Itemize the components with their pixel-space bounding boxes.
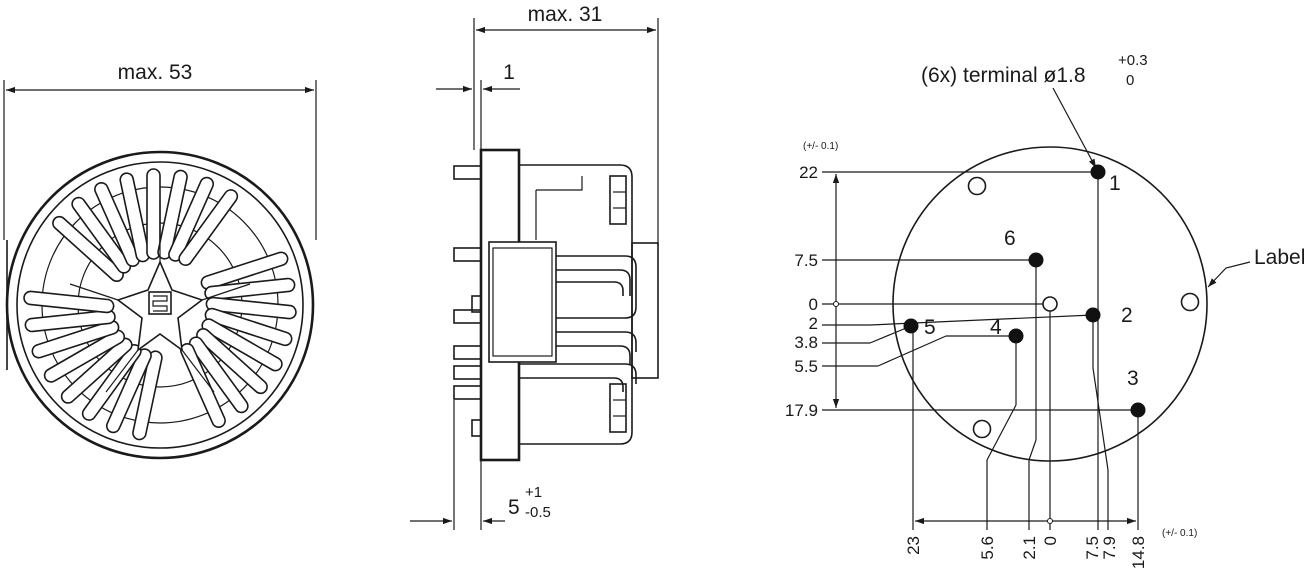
terminal-numbers: 1 2 3 4 5 6 [924,172,1139,390]
y-dim-7-5: 7.5 [794,251,818,270]
x-dimension-values: 23 5.6 2.1 0 7.5 7.9 14.8 [904,536,1148,569]
flange-label: 1 [503,61,515,84]
terminal-3 [1130,402,1146,418]
x-dimension-lines [912,172,1139,530]
terminal-5 [903,318,919,334]
terminal-6 [1028,252,1044,268]
y-dim-5-5: 5.5 [794,357,818,376]
x-dim-0: 0 [1041,536,1060,545]
y-dim-17-9: 17.9 [785,401,818,420]
tolerance-note-x: (+/- 0.1) [1162,528,1197,539]
terminal-callout-tol-upper: +0.3 [1118,52,1148,69]
width-label: max. 53 [118,61,193,84]
terminal-number-5: 5 [924,316,936,339]
terminals [903,164,1146,418]
x-dim-5-6: 5.6 [978,536,997,560]
terminal-number-4: 4 [990,316,1002,339]
fixing-holes [967,176,1200,439]
terminal-number-3: 3 [1127,367,1139,390]
label-callout-leader [1207,261,1251,288]
x-dim-14-8: 14.8 [1129,536,1148,569]
y-dimension-values: 22 7.5 0 2 3.8 5.5 17.9 [785,163,818,420]
x-dim-7-9: 7.9 [1100,536,1119,560]
pin-length-tol-upper: +1 [525,484,542,501]
terminal-4 [1008,328,1024,344]
y-dim-0: 0 [809,295,818,314]
height-label: max. 31 [528,3,603,26]
terminal-number-1: 1 [1109,172,1121,195]
y-dimension-lines [822,171,1138,411]
terminal-number-2: 2 [1121,304,1133,327]
label-callout-text: Label [1254,246,1305,269]
side-view: max. 31 1 [410,3,659,530]
brand-logo [148,291,172,315]
winding-leads [519,255,637,392]
terminal-callout-tol-lower: 0 [1126,72,1134,89]
pin-layout-view: (6x) terminal ø1.8 +0.3 0 (+/- 0.1) (+/-… [785,52,1305,569]
pin-length-tol-lower: -0.5 [525,504,551,521]
front-view: max. 53 [3,61,317,460]
y-dim-2: 2 [809,314,818,333]
terminal-2 [1085,307,1101,323]
x-dim-23: 23 [904,536,923,555]
y-dim-3-8: 3.8 [794,333,818,352]
terminal-pins [453,165,482,437]
y-dim-22: 22 [799,163,818,182]
winding-body [519,164,659,445]
tolerance-note-y: (+/- 0.1) [803,141,838,152]
x-dim-2-1: 2.1 [1020,536,1039,560]
x-dim-7-5: 7.5 [1083,536,1102,560]
terminal-callout-label: (6x) terminal ø1.8 [921,64,1086,87]
pin-length-value: 5 [508,496,520,519]
terminal-number-6: 6 [1004,227,1016,250]
winding-turns [23,168,297,441]
terminal-callout-leader [1052,87,1097,169]
terminal-1 [1090,164,1106,180]
label-plate [488,241,557,363]
